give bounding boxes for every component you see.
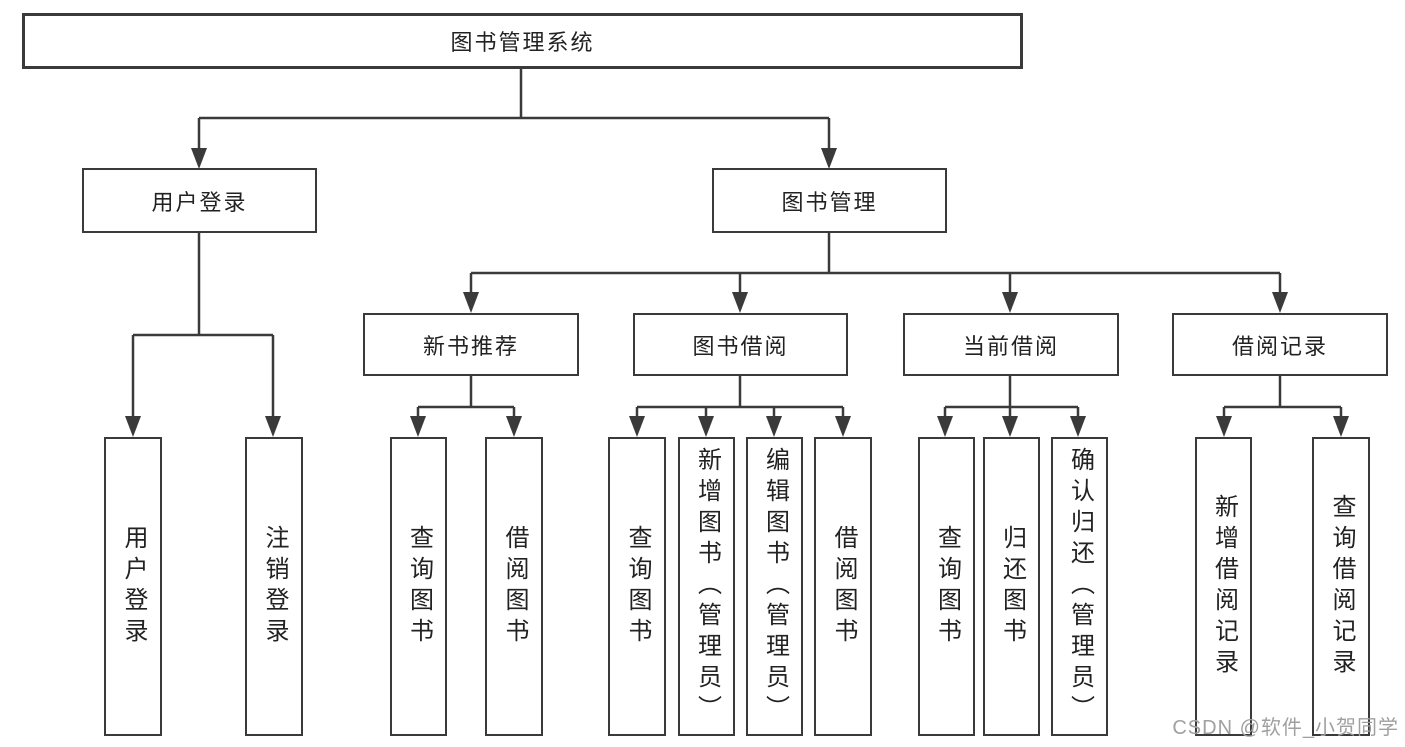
leaf-edit-book-admin: 编辑图书（管理员） <box>746 437 803 736</box>
leaf-add-borrow-record-label: 新增借阅记录 <box>1210 493 1238 680</box>
leaf-borrow-books-1: 借阅图书 <box>485 437 543 736</box>
leaf-query-books-2: 查询图书 <box>608 437 666 736</box>
node-book-borrow: 图书借阅 <box>633 313 848 376</box>
leaf-logout-label: 注销登录 <box>261 524 288 649</box>
leaf-confirm-return-admin-label: 确认归还（管理员） <box>1066 447 1094 726</box>
leaf-add-borrow-record: 新增借阅记录 <box>1195 437 1252 736</box>
leaf-add-book-admin-label: 新增图书（管理员） <box>693 447 721 726</box>
leaf-logout: 注销登录 <box>245 437 303 736</box>
leaf-user-login: 用户登录 <box>104 437 162 736</box>
leaf-query-books-2-label: 查询图书 <box>624 524 651 649</box>
leaf-user-login-label: 用户登录 <box>120 524 147 649</box>
leaf-return-book: 归还图书 <box>983 437 1040 736</box>
leaf-edit-book-admin-label: 编辑图书（管理员） <box>761 447 789 726</box>
csdn-watermark: CSDN @软件_小贺同学 <box>1172 717 1399 739</box>
leaf-borrow-books-2-label: 借阅图书 <box>830 524 857 649</box>
node-new-book-recommend: 新书推荐 <box>363 313 579 376</box>
node-root-system: 图书管理系统 <box>22 13 1023 69</box>
leaf-query-books-1: 查询图书 <box>390 437 447 736</box>
leaf-query-books-1-label: 查询图书 <box>405 524 433 649</box>
node-borrow-record: 借阅记录 <box>1172 313 1388 376</box>
leaf-query-books-3-label: 查询图书 <box>933 524 961 649</box>
node-book-management: 图书管理 <box>712 168 947 233</box>
node-user-login: 用户登录 <box>82 168 317 233</box>
leaf-add-book-admin: 新增图书（管理员） <box>678 437 735 736</box>
leaf-borrow-books-2: 借阅图书 <box>814 437 872 736</box>
leaf-query-borrow-record-label: 查询借阅记录 <box>1328 493 1355 680</box>
leaf-query-borrow-record: 查询借阅记录 <box>1312 437 1370 736</box>
node-current-borrow: 当前借阅 <box>903 313 1119 376</box>
leaf-borrow-books-1-label: 借阅图书 <box>501 524 528 649</box>
leaf-query-books-3: 查询图书 <box>918 437 975 736</box>
leaf-confirm-return-admin: 确认归还（管理员） <box>1051 437 1108 736</box>
leaf-return-book-label: 归还图书 <box>998 524 1026 649</box>
